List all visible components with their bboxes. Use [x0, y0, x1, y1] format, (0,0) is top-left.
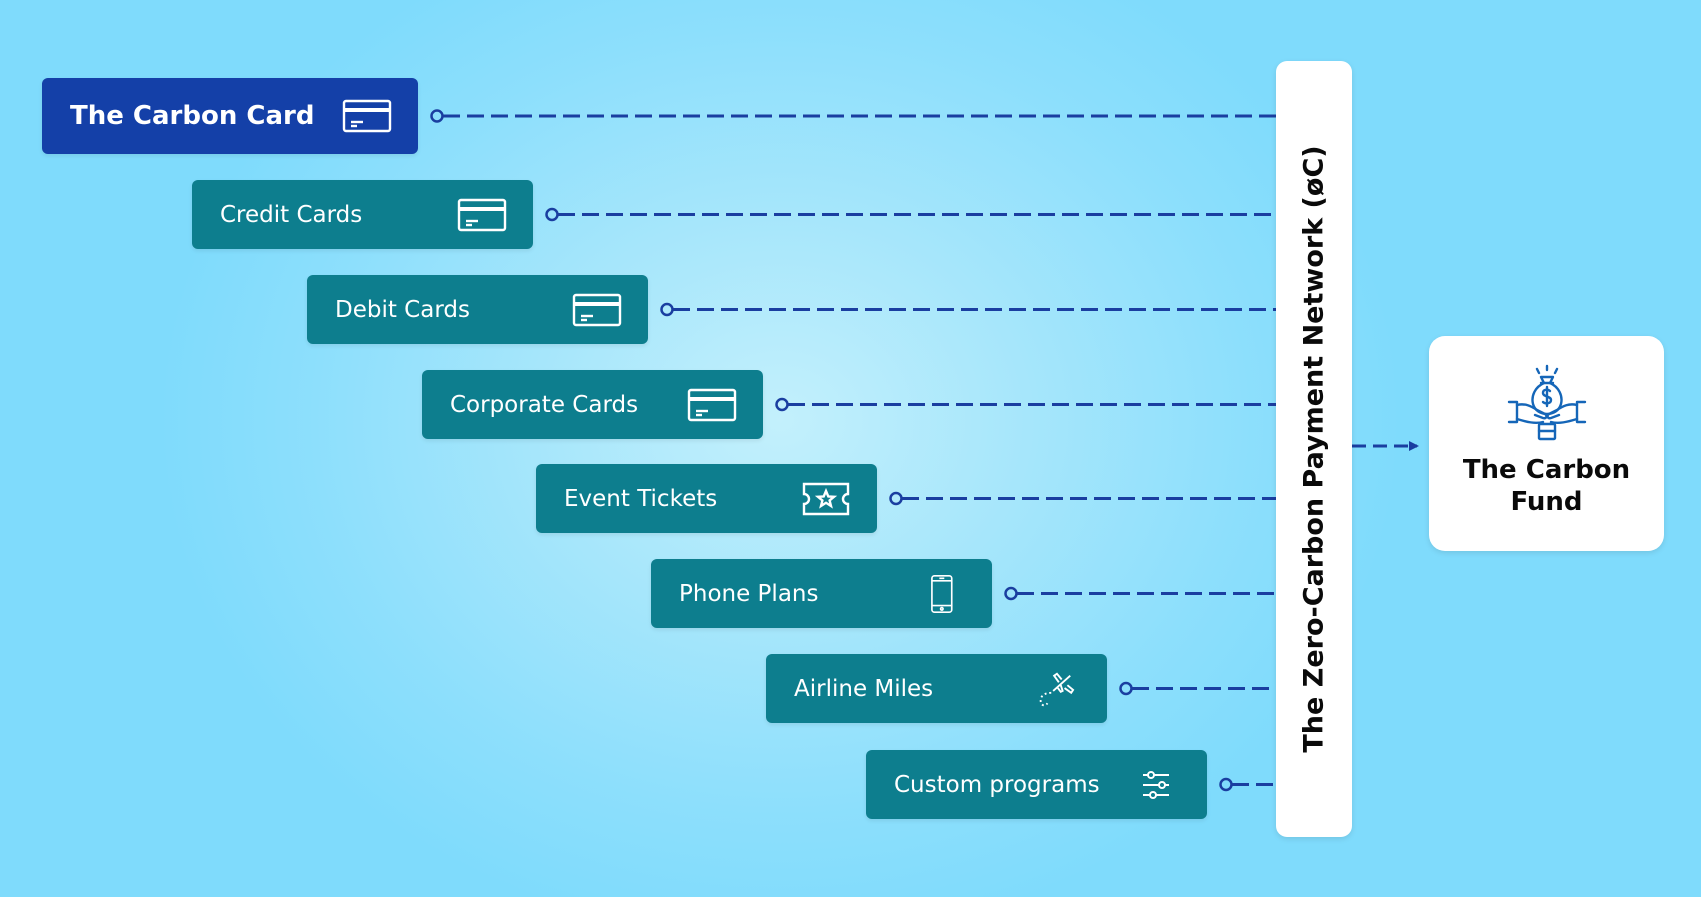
smartphone-icon [916, 574, 966, 613]
connector-node [1004, 586, 1018, 601]
source-card-corporate-cards[interactable]: Corporate Cards [422, 370, 763, 439]
credit-card-icon [457, 196, 507, 234]
source-card-label: Custom programs [894, 771, 1100, 798]
source-card-label: Debit Cards [335, 296, 470, 323]
connector-node [660, 302, 674, 317]
ticket-star-icon [801, 480, 851, 518]
connector-node [889, 491, 903, 506]
carbon-fund-label: The Carbon Fund [1462, 455, 1631, 517]
money-bag-hands-icon [1507, 364, 1586, 441]
connector-node [775, 397, 789, 412]
source-card-carbon-card[interactable]: The Carbon Card [42, 78, 418, 154]
credit-card-icon [687, 386, 737, 424]
credit-card-icon [342, 97, 392, 135]
source-card-label: Airline Miles [794, 675, 934, 702]
source-card-debit-cards[interactable]: Debit Cards [307, 275, 648, 344]
source-card-label: Credit Cards [220, 201, 363, 228]
source-card-event-tickets[interactable]: Event Tickets [536, 464, 877, 533]
source-card-phone-plans[interactable]: Phone Plans [651, 559, 992, 628]
connector-node [430, 109, 444, 123]
credit-card-icon [572, 291, 622, 329]
source-card-label: The Carbon Card [70, 101, 315, 131]
sliders-icon [1131, 766, 1181, 804]
payment-network-bar: The Zero-Carbon Payment Network (øC) [1276, 61, 1352, 837]
connector-node [1119, 681, 1133, 696]
connector-node [545, 207, 559, 222]
payment-network-label: The Zero-Carbon Payment Network (øC) [1298, 145, 1330, 753]
source-card-custom-programs[interactable]: Custom programs [866, 750, 1207, 819]
source-card-label: Event Tickets [564, 485, 718, 512]
source-card-label: Phone Plans [679, 580, 819, 607]
source-card-credit-cards[interactable]: Credit Cards [192, 180, 533, 249]
airplane-icon [1031, 670, 1081, 708]
carbon-fund-box: The Carbon Fund [1429, 336, 1664, 551]
source-card-label: Corporate Cards [450, 391, 639, 418]
source-card-airline-miles[interactable]: Airline Miles [766, 654, 1107, 723]
connector-node [1219, 777, 1233, 792]
